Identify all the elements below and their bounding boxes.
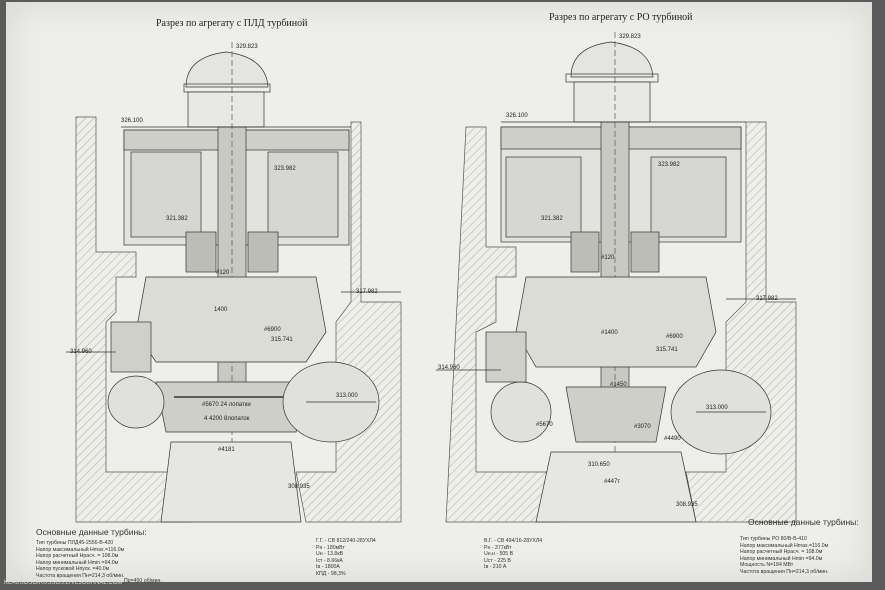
right-dim-4: #1450 (610, 382, 627, 388)
left-spec-line: Напор минимальный Нmin =94.0м (36, 559, 119, 566)
right-dim-3: #6900 (666, 334, 683, 340)
right-dim-8: #447т (604, 479, 621, 485)
right-elev-8: 313.000 (706, 405, 728, 411)
left-spec-line: Напор максимальный Нmax.=116.0м (36, 546, 125, 553)
right-spec-line: Мощность N=184 МВт (740, 562, 794, 569)
right-elev-9: 310.650 (588, 462, 610, 468)
left-elev-9: 308.935 (288, 484, 310, 490)
right-dim-1: #120 (601, 255, 615, 261)
left-dim-6: #4181 (218, 447, 235, 453)
right-elev-10: 308.935 (676, 502, 698, 508)
left-spec-line: Напор пусковой Нпуск. =40.0м (36, 566, 110, 573)
left-gen-spec: Г.Г. - СВ 812/240-28УХЛ4 (316, 538, 376, 544)
right-gen-spec: Iв - 210 А (484, 564, 507, 571)
left-gen-spec: Uн - 13.8кВ (316, 551, 344, 558)
watermark: KLAUSOSOIRUSSOS.LIVEJOURNAL.COM (4, 580, 123, 586)
left-gen-spec: Iст - 8.66кА (316, 557, 343, 564)
left-elev-8: 313.000 (336, 393, 358, 399)
right-dim-2: #1400 (601, 330, 618, 336)
right-elev-7: 314.960 (438, 365, 460, 371)
left-dim-4: #5670 24 лопатки (202, 402, 251, 408)
right-elev-1: 329.823 (619, 34, 641, 40)
right-spec-line: Частота вращения Пн=214,3 об/мин. (740, 569, 829, 575)
left-spec-line: Тип турбины ПЛД45-2556-В-420 (36, 540, 114, 546)
left-elev-4: 321.382 (166, 216, 188, 222)
left-title: Разрез по агрегату с ПЛД турбиной (156, 18, 308, 29)
right-elev-2: 326.100 (506, 113, 528, 119)
left-spec-line: Частота вращения Пн=214,3 об/мин. (36, 573, 125, 579)
right-section (436, 32, 797, 523)
right-spec-line: Напор максимальный Нmax.=116.0м (740, 542, 829, 549)
right-gen-spec: В.Г. - СВ 494/16-28УХЛ4 (484, 538, 543, 544)
right-elev-6: 315.741 (656, 347, 678, 353)
left-gen-spec: Iв - 1800А (316, 564, 340, 571)
left-dim-5: 4 4200 8лопаток (204, 416, 250, 422)
left-dim-3: #6900 (264, 327, 281, 333)
right-elev-4: 321.382 (541, 216, 563, 222)
right-dim-6: #3070 (634, 424, 651, 430)
drawing-sheet: Разрез по агрегату с ПЛД турбиной Разрез… (6, 2, 872, 584)
left-specs-heading: Основные данные турбины: (36, 527, 147, 537)
left-gen-spec: Рн - 180мВт (316, 544, 345, 551)
right-spec-line: Тип турбины РО 80/В-В-410 (740, 536, 807, 542)
left-elev-5: 317.982 (356, 289, 378, 295)
left-spec-line: Напор расчетный Нрасч. = 108.0м (36, 553, 119, 560)
right-elev-3: 323.982 (658, 162, 680, 168)
right-spec-line: Напор расчетный Нрасч. = 108.0м (740, 549, 823, 556)
right-gen-spec: Рн - 377кВт (484, 544, 512, 551)
left-elev-7: 314.960 (70, 349, 92, 355)
left-elev-3: 323.982 (274, 166, 296, 172)
left-elev-6: 315.741 (271, 337, 293, 343)
turbine-cross-sections (66, 32, 797, 523)
right-gen-spec: Uн.н - 505 В (484, 551, 514, 558)
right-title: Разрез по агрегату с РО турбиной (549, 12, 693, 23)
right-dim-5: #5670 (536, 422, 553, 428)
left-dim-2: #120 (216, 270, 230, 276)
left-section (66, 42, 402, 523)
left-dim-1: 1400 (214, 307, 228, 313)
right-specs-heading: Основные данные турбины: (748, 517, 859, 527)
right-dim-7: #4490 (664, 436, 681, 442)
left-gen-spec: КПД - 98,3% (316, 571, 346, 577)
left-elev-1: 329.823 (236, 44, 258, 50)
right-gen-spec: Uст - 225 В (484, 557, 511, 564)
left-elev-2: 326.100 (121, 118, 143, 124)
right-spec-line: Напор минимальный Нmin =94.0м (740, 555, 823, 562)
left-spec-line: Пр=450 об/мин. (124, 578, 162, 584)
right-elev-5: 317.982 (756, 296, 778, 302)
